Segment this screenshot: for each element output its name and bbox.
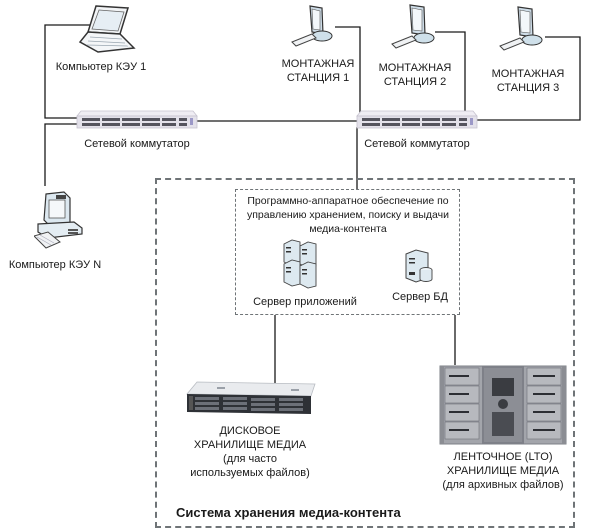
software-line2: управлению хранением, поиску и выдачи [247,209,449,221]
software-hardware-boundary [235,189,460,315]
station-3-line1: МОНТАЖНАЯ [491,68,565,80]
station-1-line1: МОНТАЖНАЯ [281,58,355,70]
station-1-label: МОНТАЖНАЯ СТАНЦИЯ 1 [268,57,368,85]
network-switch-icon [356,110,478,129]
database-server-icon [405,249,433,283]
laptop-icon [78,5,136,53]
disk-storage-line4: используемых файлов) [190,467,310,479]
wire-station1-switch-right [335,26,361,114]
tape-storage-line2: ХРАНИЛИЩЕ МЕДИА [446,465,560,477]
disk-storage-line1: ДИСКОВОЕ [219,425,281,437]
disk-storage-line2: ХРАНИЛИЩЕ МЕДИА [193,439,307,451]
desktop-keun-label: Компьютер КЭУ N [8,259,102,271]
wire-station2-switch-right [435,31,466,111]
software-line3: медиа-контента [309,223,387,235]
tape-storage-label: ЛЕНТОЧНОЕ (LTO) ХРАНИЛИЩЕ МЕДИА (для арх… [438,450,568,492]
station-3-line2: СТАНЦИЯ 3 [496,82,560,94]
station-2-line2: СТАНЦИЯ 2 [383,76,447,88]
server-cluster-icon [283,239,317,289]
tape-storage-line3: (для архивных файлов) [442,479,564,491]
switch-left-label: Сетевой коммутатор [84,138,190,150]
tape-storage-line1: ЛЕНТОЧНОЕ (LTO) [453,451,553,463]
station-2-line1: МОНТАЖНАЯ [378,62,452,74]
workstation-monitor-icon [499,6,543,51]
station-2-label: МОНТАЖНАЯ СТАНЦИЯ 2 [365,61,465,89]
db-server-label: Сервер БД [392,291,448,303]
desktop-computer-icon [34,191,83,249]
software-hardware-label: Программно-аппаратное обеспечение по упр… [238,194,458,236]
workstation-monitor-icon [291,5,333,47]
station-3-label: МОНТАЖНАЯ СТАНЦИЯ 3 [478,67,578,95]
storage-system-boundary [155,178,575,528]
wire-switch-left-desktopN [44,123,78,186]
workstation-monitor-icon [391,4,435,49]
rack-disk-storage-icon [186,381,316,414]
disk-storage-line3: (для часто [223,453,277,465]
wire-laptop1-switch-left [44,24,92,119]
switch-right-label: Сетевой коммутатор [364,138,470,150]
station-1-line2: СТАНЦИЯ 1 [286,72,350,84]
disk-storage-label: ДИСКОВОЕ ХРАНИЛИЩЕ МЕДИА (для часто испо… [190,424,310,480]
tape-library-icon [439,365,567,445]
wire-station3-switch-right [475,36,581,121]
network-switch-icon [76,110,198,129]
app-server-label: Сервер приложений [253,296,357,308]
laptop-keu1-label: Компьютер КЭУ 1 [55,61,147,73]
software-line1: Программно-аппаратное обеспечение по [247,195,449,207]
storage-system-title: Система хранения медиа-контента [176,505,401,520]
